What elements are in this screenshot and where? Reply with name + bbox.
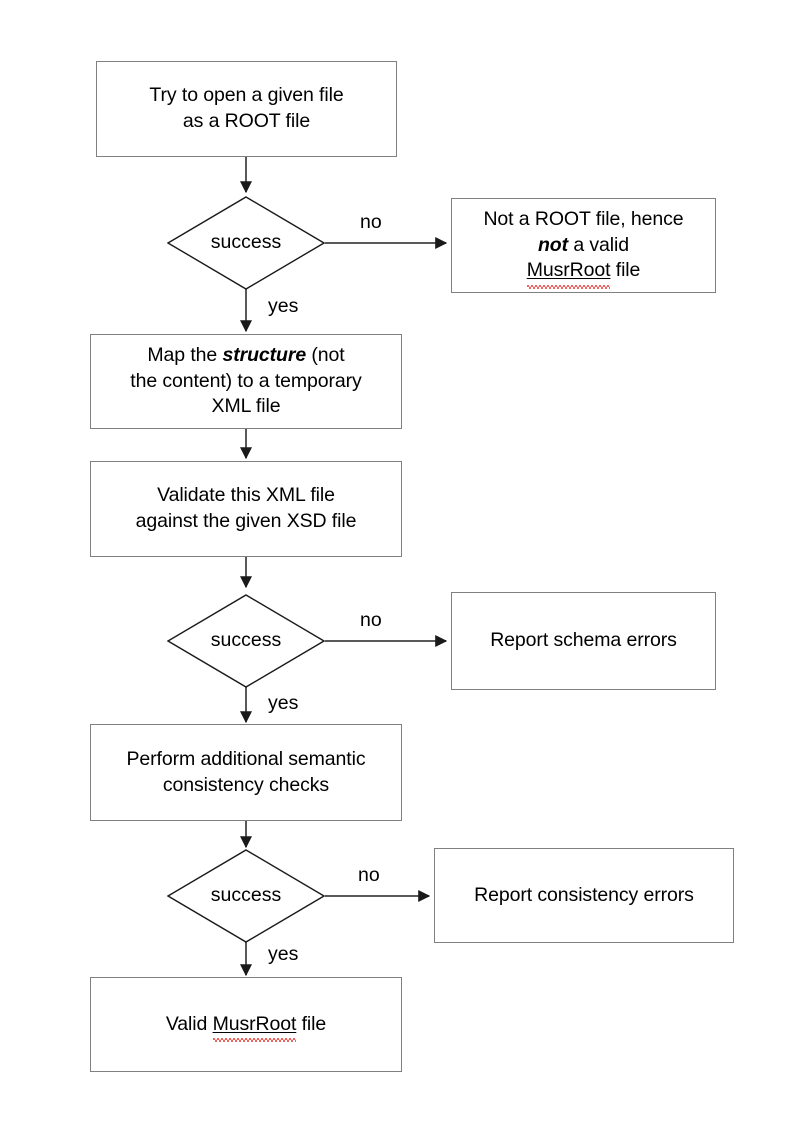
node-not-root-file-text: Not a ROOT file, hence not a valid MusrR… xyxy=(477,207,689,289)
edge-label-yes-2: yes xyxy=(268,692,299,714)
diamond-shape xyxy=(167,196,325,290)
diamond-shape xyxy=(167,849,325,943)
edge-label-yes-3: yes xyxy=(268,943,299,965)
node-report-consistency-errors: Report consistency errors xyxy=(434,848,734,943)
node-report-consistency-errors-text: Report consistency errors xyxy=(474,883,694,906)
node-validate-xml: Validate this XML file against the given… xyxy=(90,461,402,557)
spellcheck-word-musrroot: MusrRoot xyxy=(212,1012,296,1043)
node-decision-schema-label: success xyxy=(210,629,282,652)
node-valid-musrroot-text: Valid MusrRoot file xyxy=(160,1012,332,1043)
node-semantic-checks-text: Perform additional semantic consistency … xyxy=(126,747,366,796)
node-map-structure: Map the structure (not the content) to a… xyxy=(90,334,402,429)
node-open-file-text: Try to open a given file as a ROOT file xyxy=(149,84,344,132)
edge-label-yes-1: yes xyxy=(268,295,299,317)
emphasis-structure: structure xyxy=(222,343,307,366)
emphasis-not: not xyxy=(537,233,569,256)
node-validate-xml-text: Validate this XML file against the given… xyxy=(135,484,357,532)
node-report-schema-errors-text: Report schema errors xyxy=(490,629,677,652)
edge-label-no-3: no xyxy=(358,864,380,886)
node-report-schema-errors: Report schema errors xyxy=(451,592,716,690)
node-decision-open-success: success xyxy=(167,196,325,290)
node-map-structure-text: Map the structure (not the content) to a… xyxy=(130,343,362,418)
node-decision-open-label: success xyxy=(210,231,282,254)
edge-label-no-2: no xyxy=(360,609,382,631)
node-decision-consistency-success: success xyxy=(167,849,325,943)
diamond-shape xyxy=(167,594,325,688)
edge-label-no-1: no xyxy=(360,211,382,233)
node-valid-musrroot: Valid MusrRoot file xyxy=(90,977,402,1072)
spellcheck-word-musrroot: MusrRoot xyxy=(526,258,611,289)
node-open-file: Try to open a given file as a ROOT file xyxy=(96,61,397,157)
node-decision-consistency-label: success xyxy=(210,884,282,907)
node-not-root-file: Not a ROOT file, hence not a valid MusrR… xyxy=(451,198,716,293)
node-decision-schema-success: success xyxy=(167,594,325,688)
node-semantic-checks: Perform additional semantic consistency … xyxy=(90,724,402,821)
